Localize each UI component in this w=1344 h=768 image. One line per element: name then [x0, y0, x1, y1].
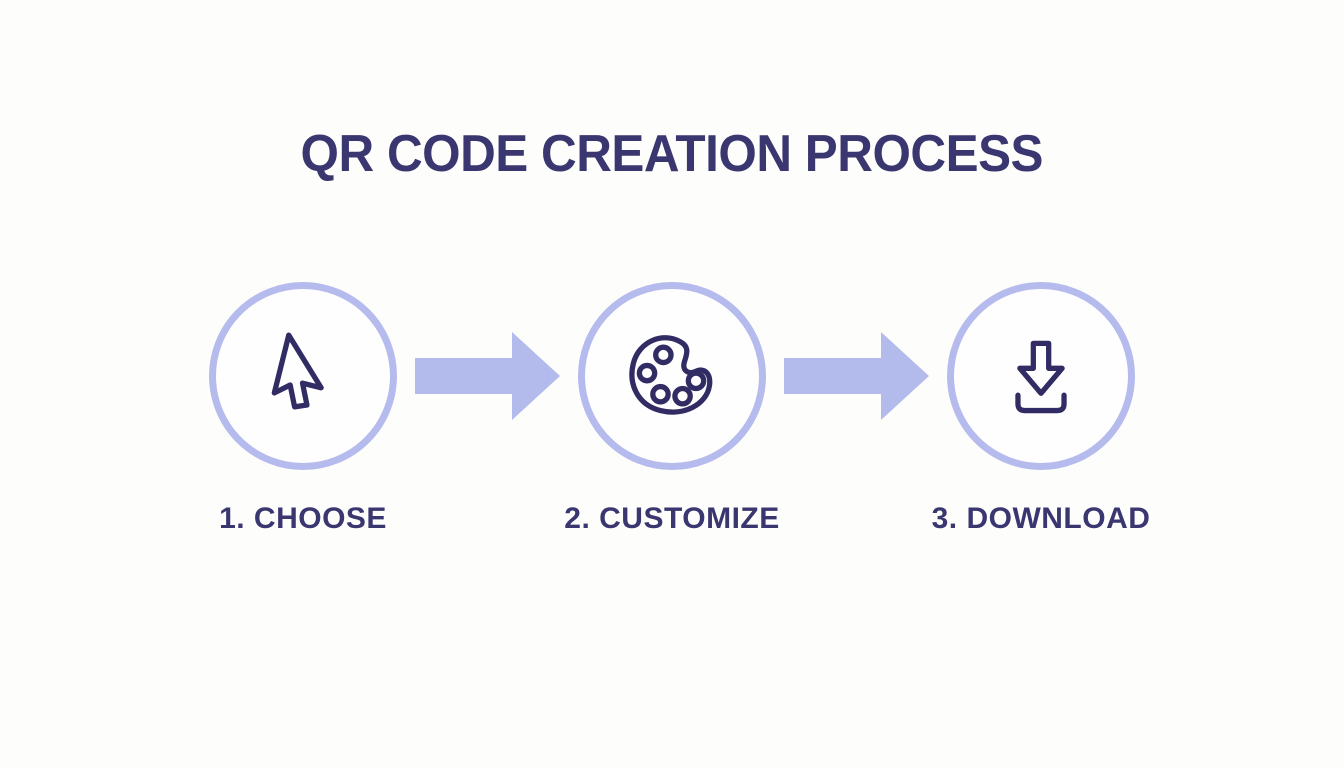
step-download-circle: [947, 282, 1135, 470]
cursor-icon: [271, 332, 324, 410]
process-flow: 1. CHOOSE 2. CUSTOMIZE: [209, 282, 1150, 536]
arrow-right-icon: [784, 332, 929, 420]
step-choose: 1. CHOOSE: [209, 282, 397, 536]
step-customize: 2. CUSTOMIZE: [564, 282, 779, 536]
step-customize-label: 2. CUSTOMIZE: [564, 502, 780, 535]
step-download-label: 3. DOWNLOAD: [931, 502, 1151, 535]
step-customize-circle: [578, 282, 766, 470]
download-icon: [1015, 340, 1067, 414]
arrow-right-icon: [415, 332, 560, 420]
step-choose-label: 1. CHOOSE: [219, 502, 387, 535]
page-title: QR CODE CREATION PROCESS: [300, 125, 1044, 183]
palette-icon: [629, 335, 713, 415]
step-choose-circle: [209, 282, 397, 470]
step-download: 3. DOWNLOAD: [932, 282, 1150, 536]
